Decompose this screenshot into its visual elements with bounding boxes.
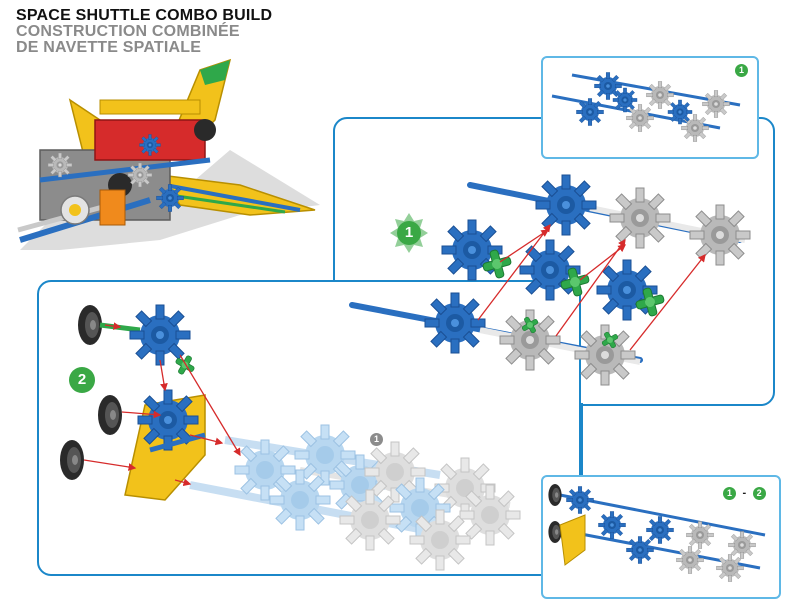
step2-parts — [60, 304, 521, 571]
step2-thumbnail-art — [548, 484, 766, 582]
step1-number: 1 — [397, 221, 421, 245]
step1-thumbnail-art — [551, 72, 741, 142]
step1-thumbnail-badge: 1 — [735, 64, 748, 77]
step2-reference-badge: 1 — [370, 433, 383, 446]
shuttle-model — [17, 58, 320, 250]
step2-thumbnail-range: 1 - 2 — [723, 483, 766, 500]
connector-line — [581, 403, 583, 475]
range-end-badge: 2 — [752, 487, 766, 500]
title-english: SPACE SHUTTLE COMBO BUILD — [16, 7, 273, 24]
step1-parts — [349, 174, 751, 386]
title-french-line1: CONSTRUCTION COMBINÉE — [16, 23, 240, 40]
range-start-badge: 1 — [723, 487, 736, 500]
step2-number: 2 — [69, 367, 95, 393]
page-title: SPACE SHUTTLE COMBO BUILD CONSTRUCTION C… — [16, 8, 272, 56]
range-separator: - — [742, 487, 747, 499]
title-french-line2: DE NAVETTE SPATIALE — [16, 39, 202, 56]
